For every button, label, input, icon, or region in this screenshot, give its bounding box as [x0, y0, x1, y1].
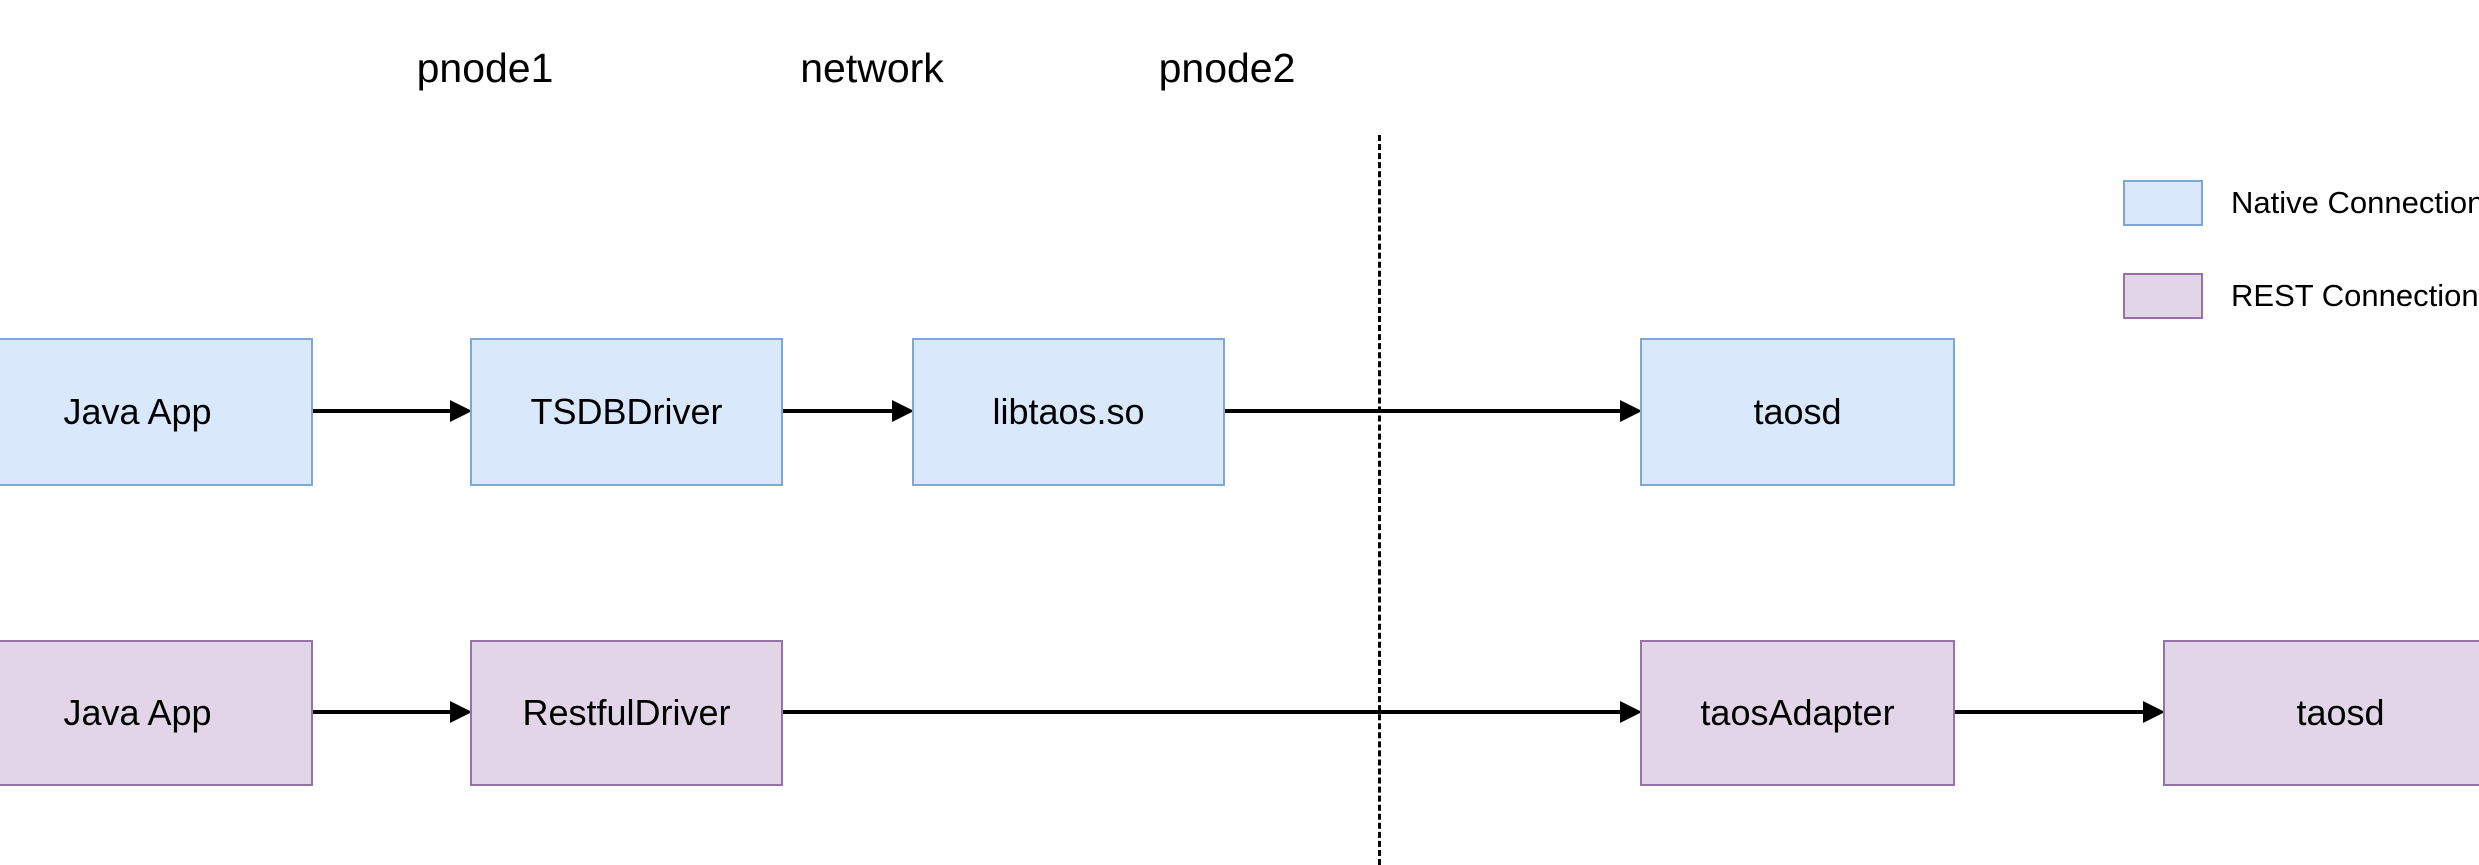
connector-tsdb-driver-to-libtaos [783, 400, 914, 422]
arrowhead-icon [450, 400, 472, 422]
connector-libtaos-to-taosd [1225, 400, 1642, 422]
legend-item-native-connection[interactable]: Native Connection [2123, 180, 2479, 226]
legend-label-rest-connection: REST Connection [2231, 278, 2479, 313]
connector-line [783, 409, 894, 413]
node-java-app-native[interactable]: Java App [0, 338, 313, 486]
connector-java-app-to-restful-driver [313, 701, 472, 723]
connector-line [313, 710, 452, 714]
connector-adapter-to-taosd [1955, 701, 2165, 723]
arrowhead-icon [450, 701, 472, 723]
connector-line [783, 710, 1622, 714]
legend-item-rest-connection[interactable]: REST Connection [2123, 273, 2479, 319]
node-tsdb-driver[interactable]: TSDBDriver [470, 338, 783, 486]
connector-line [313, 409, 452, 413]
connector-java-app-to-tsdb-driver [313, 400, 472, 422]
column-header-network: network [800, 45, 944, 91]
node-libtaos-so[interactable]: libtaos.so [912, 338, 1225, 486]
node-taosd-native[interactable]: taosd [1640, 338, 1955, 486]
node-restful-driver[interactable]: RestfulDriver [470, 640, 783, 786]
network-divider [1378, 135, 1381, 865]
column-header-pnode2: pnode2 [1158, 45, 1296, 91]
node-java-app-rest[interactable]: Java App [0, 640, 313, 786]
arrowhead-icon [2143, 701, 2165, 723]
arrowhead-icon [1620, 701, 1642, 723]
legend-swatch-native-connection [2123, 180, 2203, 226]
node-taos-adapter[interactable]: taosAdapter [1640, 640, 1955, 786]
arrowhead-icon [1620, 400, 1642, 422]
node-taosd-rest[interactable]: taosd [2163, 640, 2479, 786]
legend-swatch-rest-connection [2123, 273, 2203, 319]
arrowhead-icon [892, 400, 914, 422]
connector-restful-driver-to-adapter [783, 701, 1642, 723]
connector-line [1225, 409, 1622, 413]
connector-line [1955, 710, 2145, 714]
legend-label-native-connection: Native Connection [2231, 185, 2479, 220]
column-header-pnode1: pnode1 [416, 45, 554, 91]
